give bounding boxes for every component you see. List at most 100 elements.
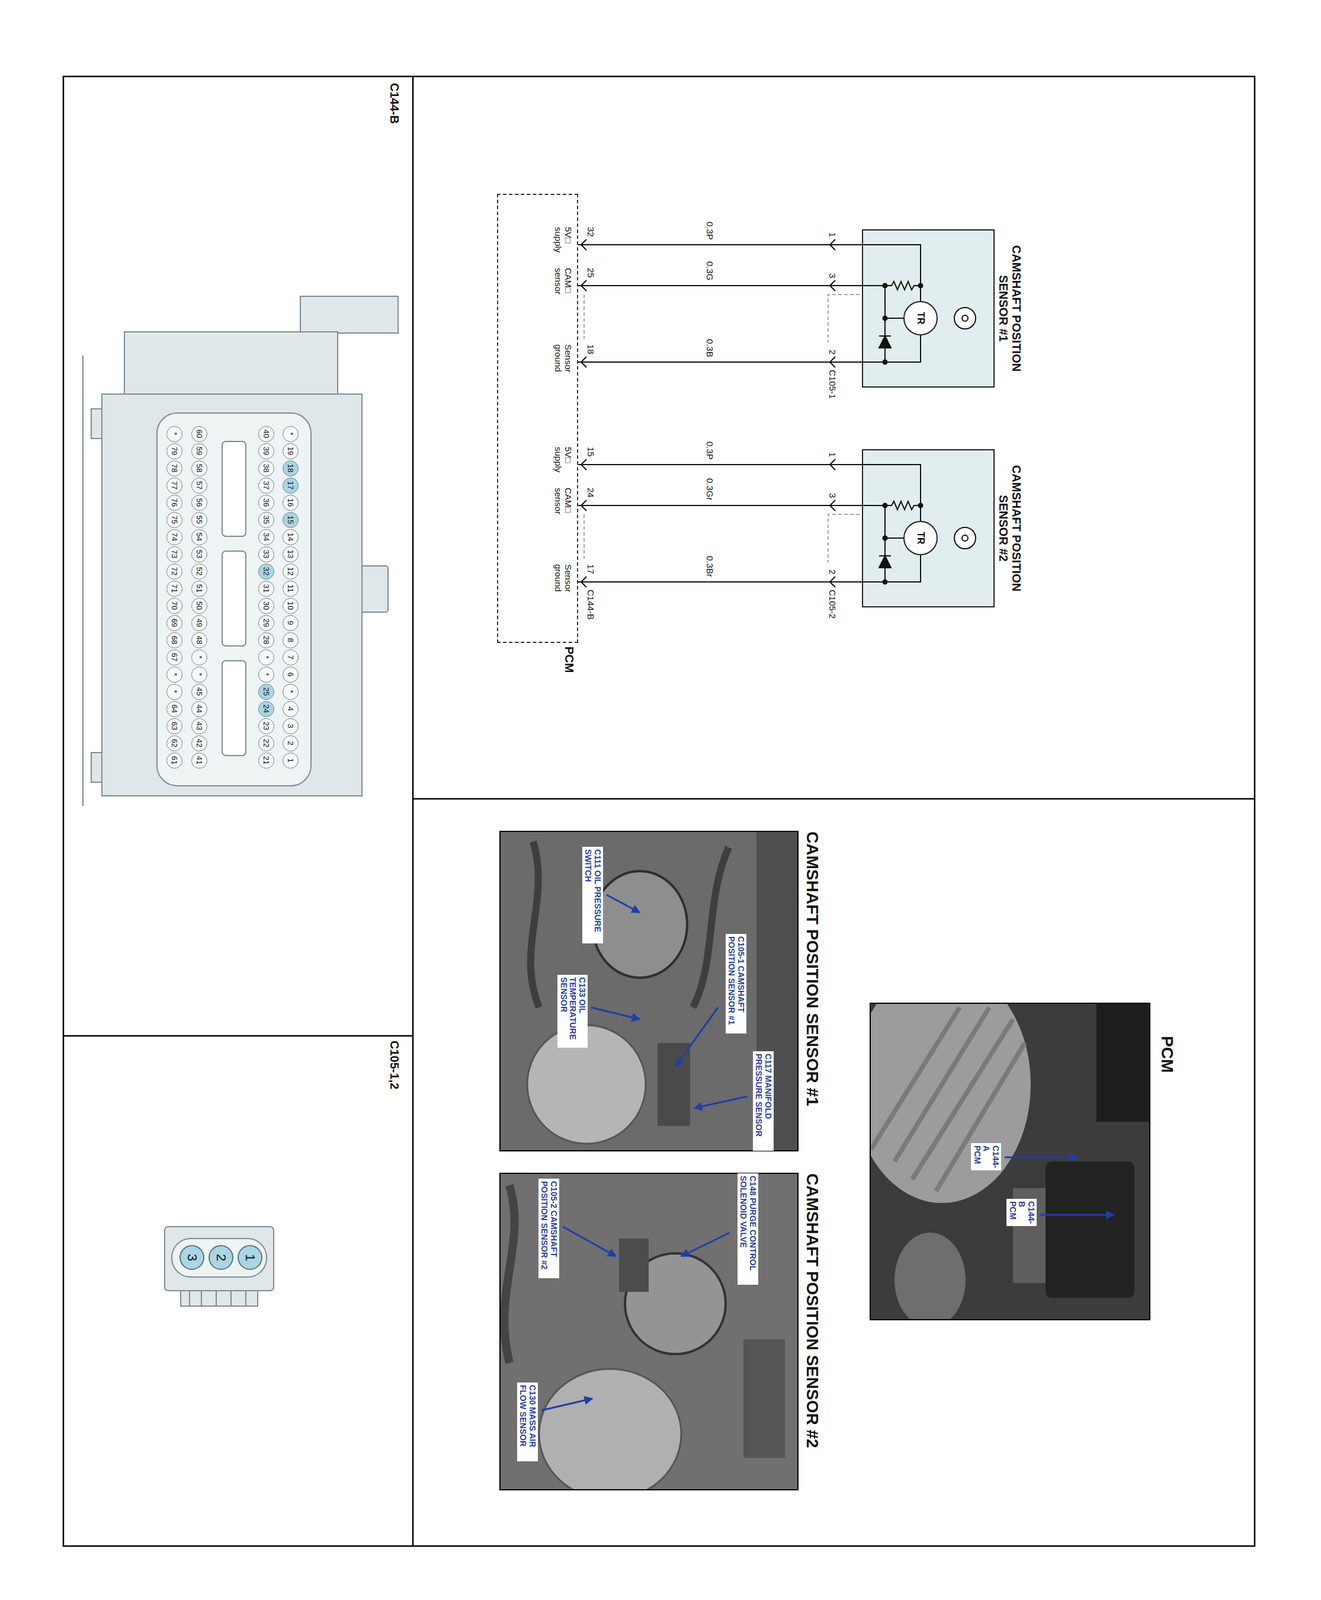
connector-pin: 35 [258, 511, 275, 528]
connector-pin: 39 [258, 443, 275, 460]
connector-pin: 29 [258, 614, 275, 631]
connector-tab [91, 408, 102, 439]
photo-shadow [1096, 1002, 1150, 1122]
wire [578, 284, 862, 287]
connector-tab [91, 752, 102, 782]
photo-title: PCM [1157, 1035, 1177, 1073]
connector-pin: 60 [191, 425, 208, 442]
sensor-box: CAMSHAFT POSITION SENSOR #2TR [861, 449, 995, 608]
internal-wire [863, 464, 921, 521]
connector-pin: 22 [258, 735, 275, 752]
connector-pin: 9 [283, 614, 300, 631]
connector-pin: 58 [191, 460, 208, 477]
pin-number: 32 [585, 226, 596, 237]
connector-pin: 40 [258, 425, 275, 442]
internal-wire [863, 335, 921, 362]
connector-pin: * [283, 425, 300, 442]
connector-pin: 30 [258, 597, 275, 614]
pcm-label: PCM [562, 646, 576, 673]
wire-spec: 0.3B [704, 338, 715, 358]
leader-arrow [606, 894, 640, 913]
connector-pin: 23 [258, 717, 275, 734]
junction-dot [918, 503, 923, 508]
connector-pin: * [167, 666, 184, 683]
photo-callout: C144-B PCM [1006, 1198, 1037, 1226]
photo-frame [870, 1002, 1150, 1320]
connector-pin: * [191, 666, 208, 683]
pin-number: 25 [585, 267, 596, 278]
connector-pin: 28 [258, 632, 275, 649]
photo-title: CAMSHAFT POSITION SENSOR #2 [802, 1172, 822, 1448]
photo-oil-pressure-switch [592, 870, 688, 978]
junction-dot [883, 503, 888, 508]
pin-number: 17 [585, 563, 596, 575]
photo-callout: C148 PURGE CONTROL SOLENOID VALVE [737, 1172, 759, 1285]
pcm-photo [870, 1002, 1150, 1320]
section-title: C144-B [387, 82, 402, 124]
connector-pin: * [191, 649, 208, 666]
wire [578, 244, 862, 246]
internal-wire [863, 505, 886, 556]
internal-wire [863, 285, 886, 336]
connector-flange [300, 296, 399, 333]
cell-divider [412, 797, 1255, 800]
connector-pin: 69 [167, 614, 184, 631]
wire-spec: 0.3Br [704, 555, 715, 577]
connector-pin: 34 [258, 528, 275, 545]
connector-pin: 8 [283, 632, 300, 649]
connector-pin: 51 [191, 580, 208, 597]
diode-symbol [879, 335, 891, 348]
internal-wire [885, 317, 904, 319]
connector-pin: 6 [283, 666, 300, 683]
connector-pin: 63 [167, 717, 184, 734]
pin-number: C105-2 [827, 589, 838, 619]
connector-pin: 4 [283, 700, 300, 717]
connector-pin: 1 [237, 1244, 263, 1270]
connector-pin: 79 [167, 443, 184, 460]
connector-edge-line [82, 355, 84, 806]
section-title: C105-1,2 [387, 1040, 402, 1089]
connector-pin: * [167, 425, 184, 442]
connector-pin: 16 [283, 494, 300, 511]
target-wheel [954, 527, 976, 549]
sheet-frame [63, 76, 1255, 1546]
connector-pin: 62 [167, 735, 184, 752]
transistor-circle: TR [903, 520, 938, 556]
connector-pin: 75 [167, 511, 184, 528]
resistor-symbol [885, 281, 921, 290]
sensor-title: CAMSHAFT POSITION SENSOR #1 [996, 237, 1024, 380]
transistor-label: TR [915, 311, 926, 325]
connector-pin-area [171, 1238, 267, 1277]
connector-pin: 49 [191, 614, 208, 631]
photo-hose-ribs [870, 1007, 1025, 1191]
photo-frame [499, 1172, 798, 1490]
target-hub [962, 315, 968, 322]
photo-cam-sensor [657, 1042, 691, 1126]
photo-hoses [504, 1184, 515, 1363]
connector-pin: 15 [283, 511, 300, 528]
connector-c105 [164, 1226, 274, 1306]
connector-pin: 2 [283, 735, 300, 752]
connector-pin: 11 [283, 580, 300, 597]
connector-pin: 50 [191, 597, 208, 614]
pin-number: 3 [827, 273, 838, 278]
connector-nub [360, 565, 389, 612]
connector-latch-block [124, 331, 338, 397]
sensor-title: CAMSHAFT POSITION SENSOR #2 [996, 457, 1024, 600]
connector-housing [101, 393, 362, 796]
junction-dot [883, 360, 888, 365]
connector-pin: 25 [258, 683, 275, 700]
pin-number: C144-B [585, 589, 596, 620]
connector-pin: 71 [167, 580, 184, 597]
sensor1-photo [499, 831, 798, 1151]
connector-rib-lines [189, 1290, 246, 1306]
diode-symbol [879, 555, 891, 568]
connector-pin: 67 [167, 649, 184, 666]
sensor-box: CAMSHAFT POSITION SENSOR #1TR [861, 229, 995, 388]
target-hub [962, 534, 968, 541]
connector-pin: * [167, 683, 184, 700]
connector-pin: 73 [167, 546, 184, 563]
